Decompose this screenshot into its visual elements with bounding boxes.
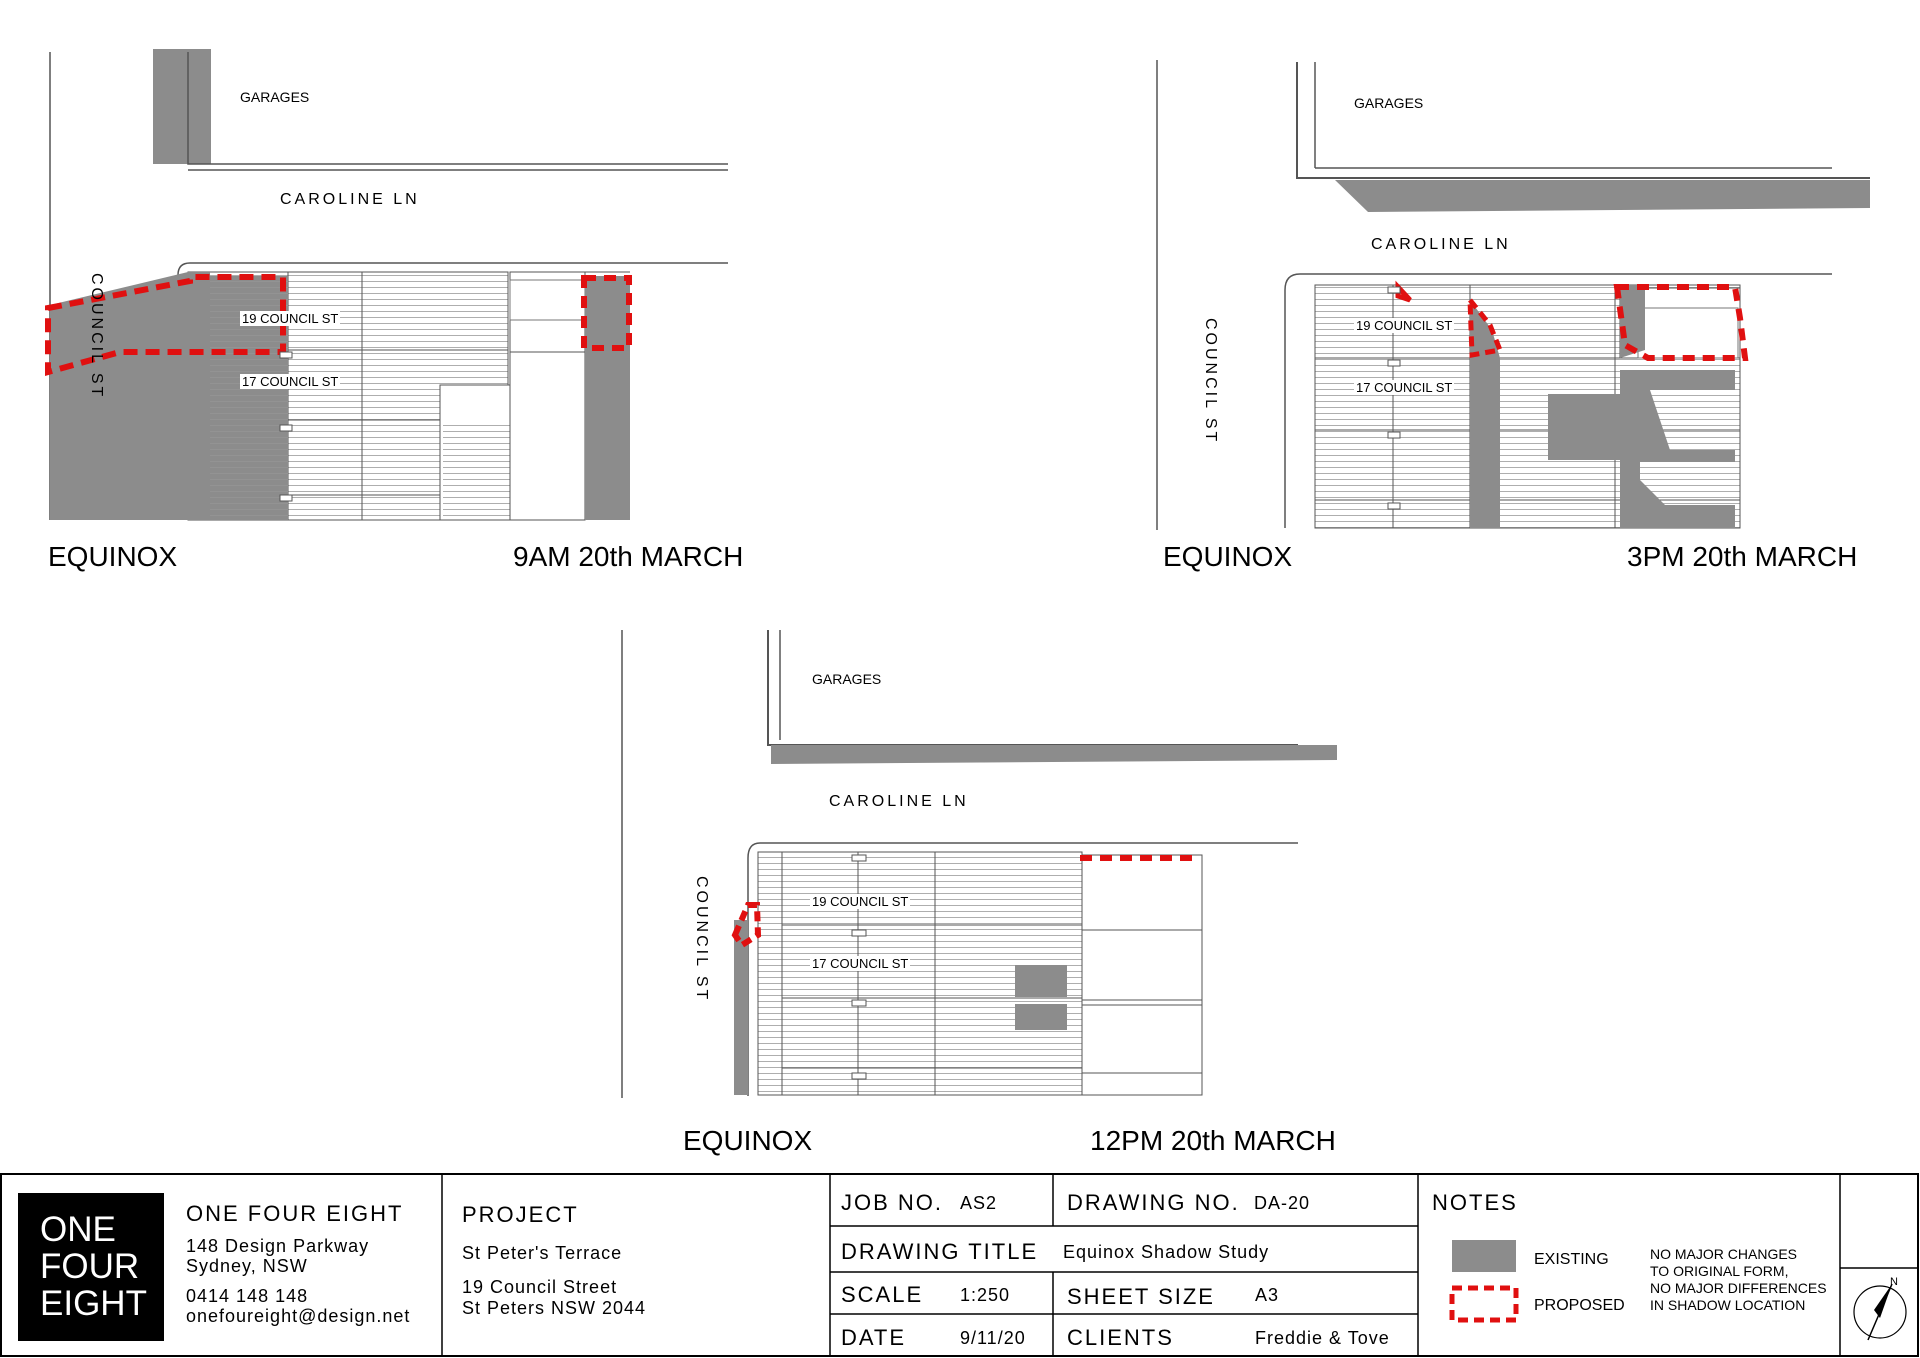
sheet-size-value: A3 (1255, 1285, 1280, 1305)
note-line: IN SHADOW LOCATION (1650, 1297, 1806, 1313)
north-label: N (1890, 1276, 1898, 1288)
firm-phone: 0414 148 148 (186, 1286, 309, 1306)
project-address-2: St Peters NSW 2044 (462, 1298, 647, 1318)
existing-shadow-lane-noon (771, 745, 1337, 764)
lane-label: CAROLINE LN (280, 191, 420, 208)
house-19-label: 19 COUNCIL ST (240, 311, 341, 326)
note-line: TO ORIGINAL FORM, (1650, 1263, 1789, 1279)
panel-3pm (1156, 60, 1870, 530)
scale-label: SCALE (841, 1282, 924, 1307)
project-address-1: 19 Council Street (462, 1277, 618, 1297)
drawing-no-value: DA-20 (1254, 1193, 1311, 1213)
drawing-no-label: DRAWING NO. (1067, 1190, 1240, 1215)
job-no-value: AS2 (960, 1193, 998, 1213)
project-label: PROJECT (462, 1202, 579, 1227)
caption-equinox: EQUINOX (683, 1125, 813, 1156)
panel-12pm (621, 630, 1337, 1098)
garages-label: GARAGES (240, 89, 310, 105)
caption-time: 3PM 20th MARCH (1627, 541, 1858, 572)
house-19-label: 19 COUNCIL ST (810, 894, 911, 909)
garages-label: GARAGES (1354, 95, 1424, 111)
house-19-label: 19 COUNCIL ST (1354, 318, 1455, 333)
lane-label: CAROLINE LN (829, 793, 969, 810)
note-line: NO MAJOR DIFFERENCES (1650, 1280, 1827, 1296)
legend-existing-swatch (1452, 1240, 1516, 1272)
street-label: COUNCIL ST (88, 273, 105, 400)
caption-equinox: EQUINOX (48, 541, 178, 572)
proposed-shadow-outline (45, 274, 286, 376)
drawing-title-value: Equinox Shadow Study (1063, 1242, 1270, 1262)
job-no-label: JOB NO. (841, 1190, 944, 1215)
notes-label: NOTES (1432, 1190, 1518, 1215)
street-label: COUNCIL ST (693, 876, 710, 1003)
proposed-shadow-outline-noon (731, 902, 762, 950)
logo-line: FOUR (40, 1247, 140, 1286)
existing-shadow-street (50, 272, 210, 520)
firm-address-1: 148 Design Parkway (186, 1236, 370, 1256)
lane-label: CAROLINE LN (1371, 236, 1511, 253)
caption-equinox: EQUINOX (1163, 541, 1293, 572)
garages-label: GARAGES (812, 671, 882, 687)
legend-existing-label: EXISTING (1534, 1251, 1609, 1268)
firm-address-2: Sydney, NSW (186, 1256, 308, 1276)
existing-shadow-lane (1335, 180, 1870, 212)
scale-value: 1:250 (960, 1285, 1011, 1305)
caption-time: 12PM 20th MARCH (1090, 1125, 1336, 1156)
project-name: St Peter's Terrace (462, 1243, 623, 1263)
firm-logo: ONE FOUR EIGHT (18, 1193, 164, 1341)
firm-name: ONE FOUR EIGHT (186, 1201, 404, 1226)
street-label: COUNCIL ST (1202, 318, 1219, 445)
north-arrow-icon (1853, 1283, 1907, 1341)
logo-line: EIGHT (40, 1284, 147, 1323)
drawing-title-label: DRAWING TITLE (841, 1239, 1039, 1264)
panel-9am (45, 49, 728, 521)
house-17-label: 17 COUNCIL ST (240, 374, 341, 389)
title-block-frame (0, 1173, 1919, 1357)
note-line: NO MAJOR CHANGES (1650, 1246, 1798, 1262)
clients-label: CLIENTS (1067, 1325, 1174, 1350)
existing-shadow-garage (153, 49, 211, 164)
logo-line: ONE (40, 1210, 116, 1249)
firm-email: onefoureight@design.net (186, 1306, 411, 1326)
date-value: 9/11/20 (960, 1328, 1026, 1348)
date-label: DATE (841, 1325, 907, 1350)
caption-time: 9AM 20th MARCH (513, 541, 744, 572)
clients-value: Freddie & Tove (1255, 1328, 1390, 1348)
legend-proposed-swatch (1449, 1285, 1519, 1323)
legend-proposed-label: PROPOSED (1534, 1297, 1625, 1314)
house-17-label: 17 COUNCIL ST (810, 956, 911, 971)
house-17-label: 17 COUNCIL ST (1354, 380, 1455, 395)
sheet-size-label: SHEET SIZE (1067, 1284, 1215, 1309)
